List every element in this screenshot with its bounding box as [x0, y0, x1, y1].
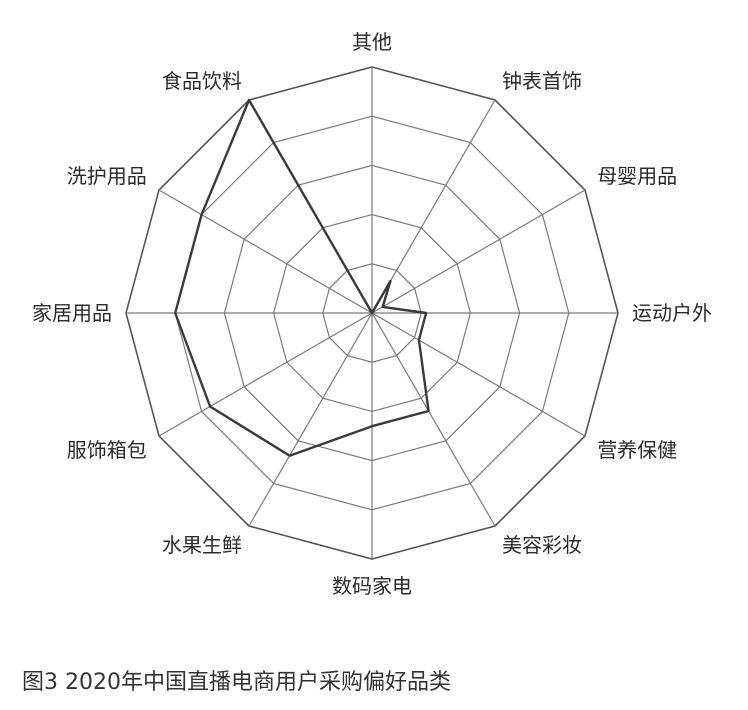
grid-spoke-3	[371, 189, 586, 314]
category-label-5: 营养保健	[597, 438, 677, 462]
grid-spoke-2	[371, 99, 496, 314]
grid-spoke-5	[371, 312, 586, 437]
grid-spoke-11	[158, 189, 373, 314]
figure-caption: 图3 2020年中国直播电商用户采购偏好品类	[22, 670, 451, 695]
category-label-9: 服饰箱包	[67, 438, 147, 462]
category-label-4: 运动户外	[632, 301, 712, 325]
category-label-11: 洗护用品	[67, 164, 147, 188]
grid-spoke-8	[248, 312, 373, 527]
radar-grid	[125, 66, 619, 560]
radar-series	[173, 98, 430, 457]
series-polygon-1	[173, 98, 430, 457]
category-label-1: 其他	[352, 30, 392, 54]
grid-spoke-9	[158, 312, 373, 437]
grid-spoke-6	[371, 312, 496, 527]
category-label-6: 美容彩妆	[502, 533, 582, 557]
category-label-7: 数码家电	[332, 574, 412, 598]
category-label-10: 家居用品	[32, 301, 112, 325]
category-label-12: 食品饮料	[162, 69, 242, 93]
category-label-2: 钟表首饰	[502, 69, 582, 93]
category-label-8: 水果生鲜	[162, 533, 242, 557]
category-label-3: 母婴用品	[597, 164, 677, 188]
